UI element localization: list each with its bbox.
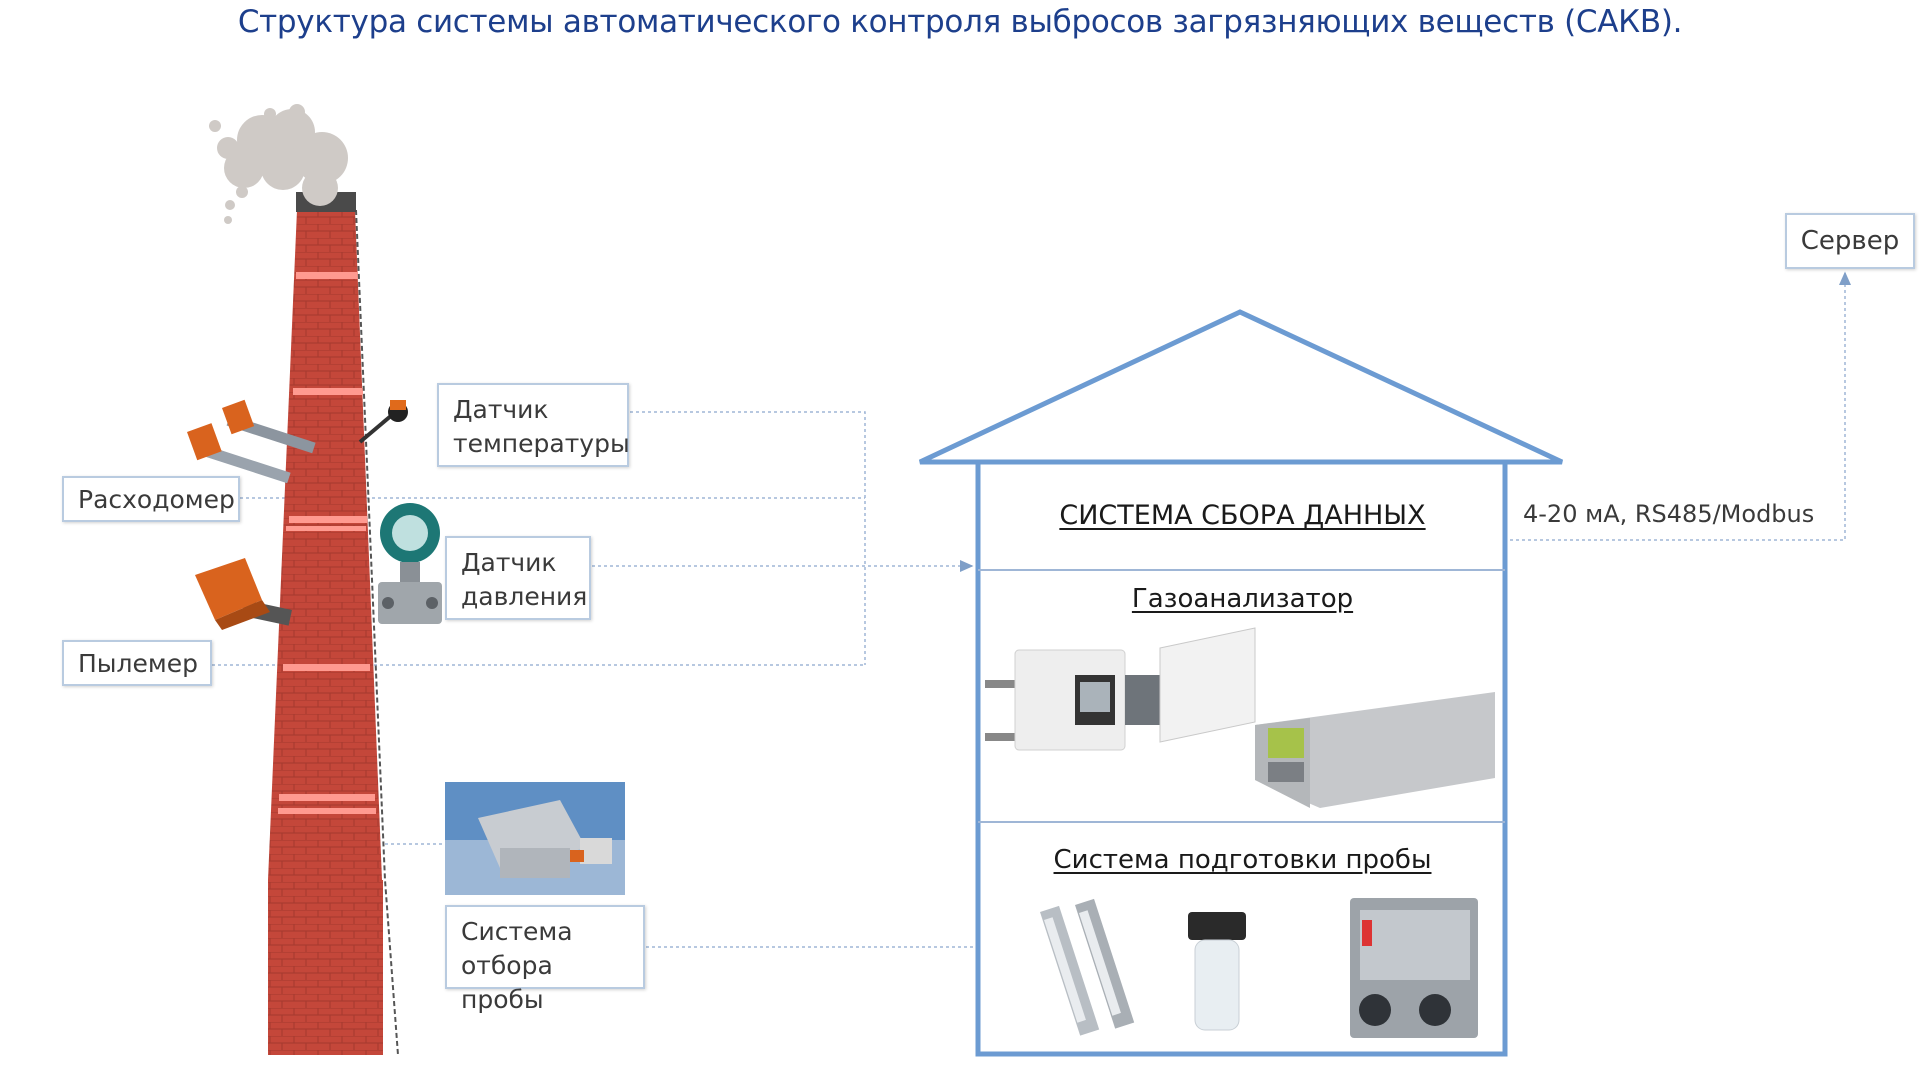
- temperature-sensor-label: Датчик температуры: [437, 383, 630, 467]
- server-text: Сервер: [1800, 226, 1900, 256]
- sampling-system-text: Система отбора пробы: [461, 917, 573, 1014]
- dust-meter-label: Пылемер: [62, 640, 212, 686]
- interface-label: 4-20 мА, RS485/Modbus: [1523, 500, 1815, 528]
- pressure-sensor-label: Датчик давления: [445, 536, 591, 620]
- temperature-sensor-illustration: [358, 400, 408, 444]
- flowmeter-illustration: [187, 399, 316, 484]
- chimney-illustration: [209, 104, 399, 1056]
- smoke-cloud: [209, 104, 348, 224]
- connector-temperature: [630, 411, 866, 665]
- dust-meter-illustration: [195, 558, 292, 630]
- sampling-system-illustration: [445, 782, 625, 895]
- connector-server: [1510, 271, 1851, 541]
- temperature-sensor-text: Датчик температуры: [453, 395, 630, 458]
- sample-prep-heading: Система подготовки пробы: [1053, 845, 1432, 875]
- pressure-transmitter-illustration: [378, 503, 442, 624]
- pressure-sensor-text: Датчик давления: [461, 548, 588, 611]
- gas-analyzer-illustration: [985, 627, 1495, 808]
- server-box: Сервер: [1785, 213, 1915, 269]
- gas-analyzer-heading: Газоанализатор: [1131, 584, 1354, 614]
- flowmeter-text: Расходомер: [78, 485, 235, 514]
- sample-prep-illustration: [1040, 898, 1478, 1038]
- data-system-heading: СИСТЕМА СБОРА ДАННЫХ: [1059, 500, 1426, 531]
- sampling-system-label: Система отбора пробы: [445, 905, 645, 1014]
- diagram-title: Структура системы автоматического контро…: [237, 4, 1683, 40]
- flowmeter-label: Расходомер: [62, 476, 240, 522]
- dust-meter-text: Пылемер: [78, 649, 199, 678]
